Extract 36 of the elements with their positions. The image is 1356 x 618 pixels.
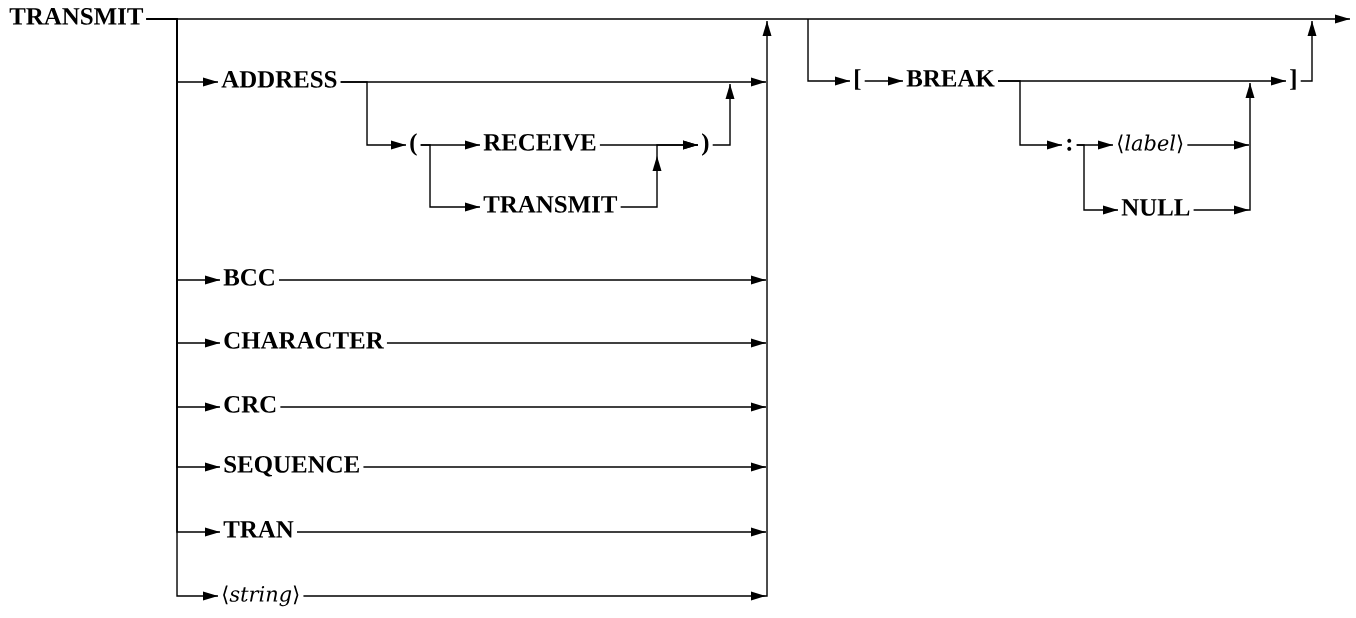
syntax-token: ) xyxy=(702,133,709,156)
track-arrow xyxy=(302,20,772,601)
track-arrow xyxy=(296,527,767,537)
syntax-token: CHARACTER xyxy=(224,332,384,349)
syntax-token: : xyxy=(1067,138,1072,151)
syntax-token: NULL xyxy=(1121,199,1190,216)
track-arrow xyxy=(1186,140,1250,150)
syntax-token: ] xyxy=(1290,69,1296,90)
syntax-token: ⟨string⟩ xyxy=(223,585,299,607)
syntax-token: CRC xyxy=(224,396,276,413)
syntax-token: ( xyxy=(410,133,417,156)
syntax-token: ⟨label⟩ xyxy=(1118,134,1183,154)
track-arrow xyxy=(1192,82,1255,215)
track-arrow xyxy=(340,81,407,150)
track-arrow xyxy=(362,462,767,472)
track-arrow xyxy=(386,338,767,348)
syntax-token: ADDRESS xyxy=(221,71,337,88)
track-arrow xyxy=(145,14,1351,24)
track-arrow xyxy=(1076,144,1119,215)
track-arrow xyxy=(712,83,735,146)
track-arrow xyxy=(278,275,767,285)
syntax-token: BCC xyxy=(223,269,274,286)
track-arrow xyxy=(997,80,1063,150)
track-arrow xyxy=(279,402,767,412)
track-arrow xyxy=(807,18,851,86)
syntax-token: TRANSMIT xyxy=(483,196,618,213)
syntax-token: TRAN xyxy=(223,521,294,538)
syntax-token: [ xyxy=(855,69,861,90)
syntax-token: TRANSMIT xyxy=(9,8,144,25)
track-arrow xyxy=(420,144,481,212)
syntax-token: RECEIVE xyxy=(483,134,596,151)
track-arrow xyxy=(1300,20,1317,82)
track-arrow xyxy=(864,76,904,86)
track-arrow xyxy=(619,140,699,208)
syntax-token: BREAK xyxy=(906,70,995,87)
syntax-token: SEQUENCE xyxy=(224,456,359,477)
